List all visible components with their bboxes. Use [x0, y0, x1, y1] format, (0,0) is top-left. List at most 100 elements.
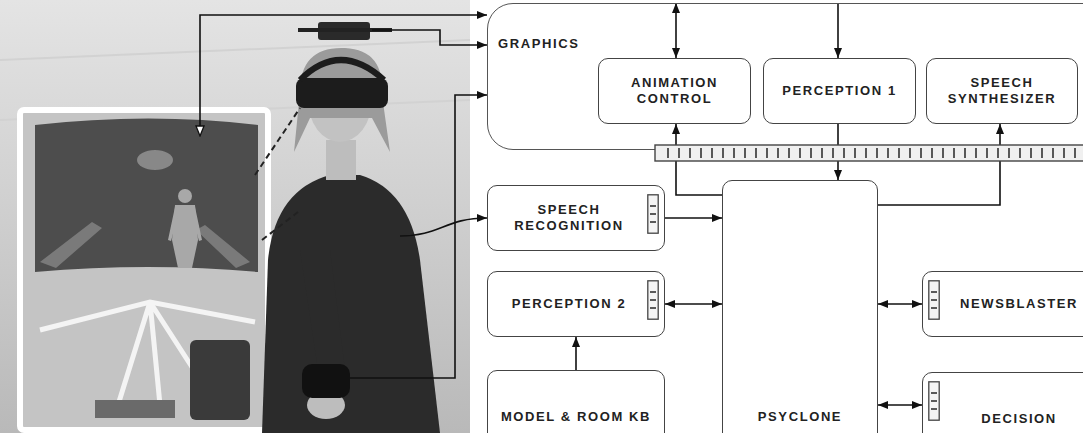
module-box: PERCEPTION 2	[487, 271, 665, 337]
box-label: PSYCLONE	[758, 409, 842, 425]
module-box: DECISION	[922, 372, 1083, 433]
bus-tick	[832, 148, 834, 158]
plug-icon	[647, 194, 659, 234]
bus-tick	[1008, 148, 1010, 158]
bus-tick	[810, 148, 812, 158]
connector	[575, 337, 577, 370]
module-box: SPEECH RECOGNITION	[487, 185, 665, 251]
connector	[878, 303, 922, 305]
plug-dash	[931, 400, 937, 402]
bus-tick	[755, 148, 757, 158]
plug-body	[648, 195, 658, 233]
box-label: SPEECH SYNTHESIZER	[937, 75, 1067, 106]
bus-tick	[1063, 148, 1065, 158]
plug-dash	[650, 205, 656, 207]
bus-tick	[711, 148, 713, 158]
bus-ticks	[668, 148, 1075, 158]
bus-tick	[766, 148, 768, 158]
inset-panel	[20, 110, 268, 430]
plug-icon	[647, 280, 659, 320]
process-box: PERCEPTION 1	[763, 58, 916, 124]
projection-screen	[35, 119, 258, 273]
connector	[675, 3, 677, 58]
plug-dash	[650, 213, 656, 215]
bus-tick	[1052, 148, 1054, 158]
connector	[878, 124, 1000, 205]
bus-tick	[942, 148, 944, 158]
bus-tick	[854, 148, 856, 158]
hair	[294, 48, 390, 152]
bus-tick	[953, 148, 955, 158]
plug-icon	[928, 381, 940, 421]
graphics-region: GRAPHICS ANIMATION CONTROL PERCEPTION 1 SPE…	[487, 3, 1083, 150]
bus-tick	[997, 148, 999, 158]
bus-bar-body	[655, 145, 1083, 161]
box-label: DECISION	[981, 411, 1057, 427]
box-label: GRAPHICS	[498, 36, 579, 52]
bus-tick	[744, 148, 746, 158]
virtual-human	[168, 189, 202, 268]
plug-dash	[931, 307, 937, 309]
bus-tick	[909, 148, 911, 158]
bus-tick	[667, 148, 669, 158]
bus-tick	[1019, 148, 1021, 158]
knowledge-box: MODEL & ROOM KB	[487, 370, 665, 433]
bus-tick	[1074, 148, 1076, 158]
bus-tick	[986, 148, 988, 158]
plug-body	[929, 281, 939, 319]
dashed-leader	[255, 108, 300, 240]
microphone-wire	[400, 218, 487, 236]
box-label: ANIMATION CONTROL	[609, 75, 740, 106]
plug-dash	[650, 291, 656, 293]
bus-tick	[788, 148, 790, 158]
bus-tick	[920, 148, 922, 158]
glove-wire	[350, 95, 487, 378]
plug-body	[929, 382, 939, 420]
sweater	[262, 175, 440, 433]
box-label: MODEL & ROOM KB	[501, 409, 651, 425]
bus-tick	[964, 148, 966, 158]
plug-dash	[931, 408, 937, 410]
bus-tick	[722, 148, 724, 158]
module-box: NEWSBLASTER	[922, 271, 1083, 337]
connector	[665, 217, 722, 219]
bus-tick	[777, 148, 779, 158]
plug-dash	[931, 392, 937, 394]
box-label: SPEECH RECOGNITION	[498, 202, 640, 233]
bus-tick	[876, 148, 878, 158]
bus-tick	[733, 148, 735, 158]
bus-tick	[898, 148, 900, 158]
connector	[665, 303, 722, 305]
room-background	[0, 0, 470, 433]
bus-tick	[678, 148, 680, 158]
light-beam	[40, 222, 250, 268]
process-box: ANIMATION CONTROL	[598, 58, 751, 124]
bus-tick	[865, 148, 867, 158]
bus-tick	[689, 148, 691, 158]
bus-tick	[1030, 148, 1032, 158]
headband	[300, 60, 384, 80]
connector	[878, 404, 922, 406]
bus-tick	[821, 148, 823, 158]
bus-tick	[931, 148, 933, 158]
neck	[326, 140, 356, 180]
bus-tick	[975, 148, 977, 158]
bus-tick	[799, 148, 801, 158]
bus-tick	[843, 148, 845, 158]
bus-tick	[700, 148, 702, 158]
plug-icon	[928, 280, 940, 320]
tracker-wire	[372, 30, 487, 45]
plug-dash	[650, 307, 656, 309]
plug-dash	[931, 299, 937, 301]
data-glove	[302, 364, 350, 398]
box-label: PERCEPTION 1	[782, 83, 897, 99]
process-box: SPEECH SYNTHESIZER	[926, 58, 1078, 124]
psyclone-box: PSYCLONE	[722, 180, 878, 433]
display-wire	[200, 15, 487, 136]
plug-dash	[931, 291, 937, 293]
plug-dash	[650, 221, 656, 223]
bus-tick	[1041, 148, 1043, 158]
head-mounted-display	[296, 78, 388, 108]
box-label: NEWSBLASTER	[960, 296, 1078, 312]
